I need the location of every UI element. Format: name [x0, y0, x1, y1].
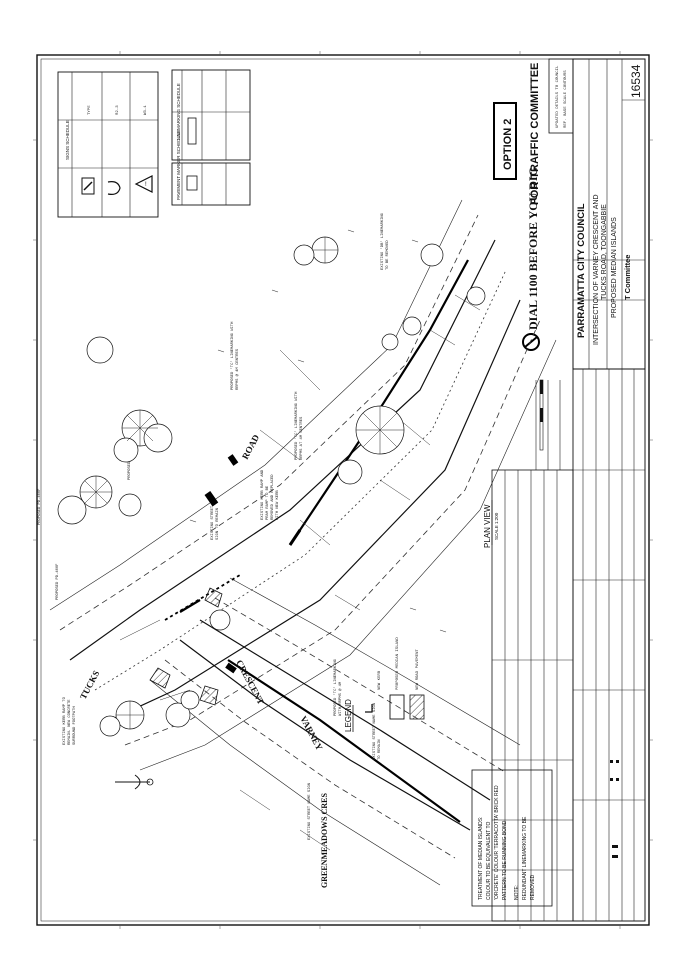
committee-mark: T Committee	[623, 255, 632, 300]
svg-text:RRPMS @ 4M CENTRES: RRPMS @ 4M CENTRES	[235, 348, 240, 390]
svg-text:REMOVED AND REPLACED: REMOVED AND REPLACED	[271, 474, 275, 520]
svg-text:REMAIN. NEW CONCRETE: REMAIN. NEW CONCRETE	[68, 699, 72, 745]
svg-text:NEW ROAD PAVEMENT: NEW ROAD PAVEMENT	[416, 649, 420, 690]
median-islands	[149, 259, 469, 823]
road-label-greenmeadows: GREENMEADOWS CRES	[320, 793, 329, 888]
svg-text:PROPOSED 'TC' LINEMARKING WITH: PROPOSED 'TC' LINEMARKING WITH	[294, 392, 299, 460]
svg-text:SIGN TO REMAIN: SIGN TO REMAIN	[216, 508, 220, 540]
svg-text:SURROUND FOOTPATH: SURROUND FOOTPATH	[73, 706, 77, 745]
svg-text:SIGNS SCHEDULE: SIGNS SCHEDULE	[65, 120, 70, 160]
dial-label: DIAL 1100 BEFORE YOU DIG	[526, 167, 540, 330]
svg-text:SCALE 1:200: SCALE 1:200	[494, 512, 499, 540]
svg-text:W3-1: W3-1	[144, 105, 148, 115]
svg-text:WITH RRPMS @ 4M: WITH RRPMS @ 4M	[338, 681, 343, 716]
title-block: PARRAMATTA CITY COUNCIL INTERSECTION OF …	[548, 58, 646, 370]
road-label-tucks: TUCKS	[78, 669, 101, 701]
svg-text:PROPOSED PD-400F: PROPOSED PD-400F	[38, 488, 42, 525]
svg-text:EXISTING STREET NAME SIGN: EXISTING STREET NAME SIGN	[308, 783, 312, 840]
svg-text:PAVEMENT MARKER SCHEDULE: PAVEMENT MARKER SCHEDULE	[176, 130, 181, 200]
svg-text:PROPOSED PD-400F: PROPOSED PD-400F	[56, 563, 60, 600]
svg-text:REF. BASE SCALE CONTOURS: REF. BASE SCALE CONTOURS	[564, 70, 568, 128]
title-line-1: INTERSECTION OF VARNEY CRESCENT AND	[593, 194, 600, 345]
north-arrow	[115, 774, 154, 790]
svg-text:PROPOSED MEDIAN ISLAND: PROPOSED MEDIAN ISLAND	[396, 637, 400, 690]
drawing-register	[491, 469, 619, 922]
linemarking-schedule: LINEMARKING SCHEDULE	[171, 69, 251, 161]
title-line-2: TUCKS ROAD, TOONGABBIE	[601, 204, 608, 300]
svg-text:R2-3: R2-3	[116, 105, 120, 115]
svg-text:EXISTING STREET NAME SIGN: EXISTING STREET NAME SIGN	[373, 703, 377, 760]
svg-text:EXISTING 'DB' LINEMARKING: EXISTING 'DB' LINEMARKING	[380, 212, 385, 270]
svg-text:TYPE: TYPE	[88, 105, 92, 115]
svg-text:LINEMARKING SCHEDULE: LINEMARKING SCHEDULE	[176, 83, 181, 140]
legend: LEGEND NEW KERB PROPOSED MEDIAN ISLAND N…	[344, 637, 425, 732]
svg-text:REMOVED: REMOVED	[530, 874, 536, 900]
committee-label: FOR TRAFFIC COMMITTEE	[529, 63, 541, 205]
council-name: PARRAMATTA CITY COUNCIL	[576, 203, 587, 338]
svg-text:TREATMENT OF MEDIAN ISLANDS:: TREATMENT OF MEDIAN ISLANDS:	[478, 817, 484, 900]
tucks-road	[49, 199, 557, 771]
title-line-3: PROPOSED MEDIAN ISLANDS	[611, 217, 618, 318]
plan-view-title: PLAN VIEW SCALE 1:200	[483, 500, 499, 548]
pavement-schedule: PAVEMENT MARKER SCHEDULE	[171, 130, 251, 206]
option-label: OPTION 2	[502, 119, 514, 170]
road-label-road: ROAD	[240, 432, 262, 461]
outer-border	[36, 54, 650, 926]
svg-text:TO REMAIN: TO REMAIN	[378, 739, 382, 760]
svg-text:PRAM RAMP TO BE: PRAM RAMP TO BE	[266, 485, 270, 520]
annotation-leaders	[119, 294, 481, 851]
inner-border	[40, 58, 646, 922]
signs-schedule: SIGNS SCHEDULE ! TYPE R2-3 W3-1	[57, 71, 159, 218]
trees	[57, 236, 486, 737]
svg-text:COLOUR TO BE EQUIVALENT TO: COLOUR TO BE EQUIVALENT TO	[486, 822, 492, 900]
annotation-notes: EXISTING KERB RAMP TO REMAIN. NEW CONCRE…	[38, 212, 390, 840]
svg-text:NEW KERB: NEW KERB	[378, 670, 382, 690]
svg-text:RRPMS AT 4M CENTRES: RRPMS AT 4M CENTRES	[300, 416, 304, 460]
chainage-ticks	[189, 229, 447, 633]
svg-text:REDUNDANT LINEMARKING TO BE: REDUNDANT LINEMARKING TO BE	[522, 816, 528, 900]
svg-text:UPDATED DETAILS TO COUNCIL: UPDATED DETAILS TO COUNCIL	[556, 65, 560, 128]
svg-text:!: !	[145, 182, 147, 188]
svg-text:EXISTING KERB RAMP AND: EXISTING KERB RAMP AND	[261, 469, 265, 520]
svg-text:NOTE:: NOTE:	[514, 885, 520, 900]
svg-text:EXISTING KERB RAMP TO: EXISTING KERB RAMP TO	[63, 696, 67, 745]
plan-number: 16534	[629, 64, 643, 98]
revision-block: T Committee	[535, 255, 646, 922]
svg-text:TO BE REMOVED: TO BE REMOVED	[386, 240, 390, 270]
svg-text:PLAN VIEW: PLAN VIEW	[483, 504, 492, 548]
svg-text:PATTERN TO BE RUNNING BOND: PATTERN TO BE RUNNING BOND	[502, 820, 508, 900]
svg-text:WITH NEW KERB: WITH NEW KERB	[276, 490, 280, 520]
scale-bar	[539, 379, 544, 451]
svg-text:PROPOSED 'TC' LINEMARKING WITH: PROPOSED 'TC' LINEMARKING WITH	[230, 322, 235, 390]
svg-text:'ORCRETE' COLOUR 'TERRACOTTA': 'ORCRETE' COLOUR 'TERRACOTTA' BRICK RED	[494, 785, 500, 900]
treatment-note: TREATMENT OF MEDIAN ISLANDS: COLOUR TO B…	[471, 769, 553, 907]
dial-before-you-dig: DIAL 1100 BEFORE YOU DIG	[522, 167, 540, 351]
legend-title: LEGEND	[344, 699, 353, 732]
option-stamp: OPTION 2	[493, 102, 517, 180]
border-ticks	[33, 51, 653, 929]
svg-text:EXISTING STREET: EXISTING STREET	[211, 505, 215, 540]
svg-text:PROPOSED 'TC' LINEMARKING: PROPOSED 'TC' LINEMARKING	[333, 658, 338, 716]
